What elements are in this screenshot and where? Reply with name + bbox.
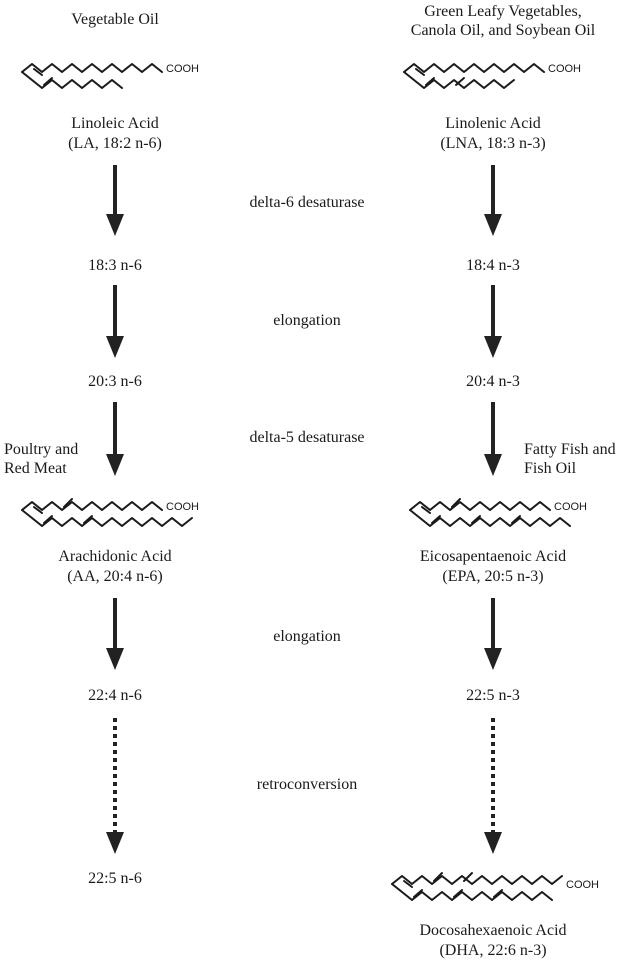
source-fatty-fish-line2: Fish Oil [524, 460, 577, 477]
lna-double-bond-1 [415, 68, 425, 76]
left-arrow-3-head [106, 454, 124, 476]
right-node-4: 22:5 n-3 [466, 687, 520, 704]
la-double-bond-1 [33, 68, 43, 76]
left-node-2: 20:3 n-6 [88, 373, 142, 390]
left-arrow-4-head [106, 648, 124, 670]
left-arrow-3 [106, 402, 124, 476]
source-poultry-line1: Poultry and [4, 441, 78, 458]
la-double-bond-2 [43, 77, 53, 86]
dha-double-bond-1 [403, 880, 413, 888]
la-chain-upper [21, 63, 163, 73]
right-arrow-3 [484, 402, 502, 476]
right-arrow-2 [484, 285, 502, 358]
source-green-leafy-line1: Green Leafy Vegetables, [424, 3, 581, 20]
lna-double-bond-3 [455, 77, 465, 86]
source-vegetable-oil: Vegetable Oil [71, 11, 159, 28]
lna-chain-lower [403, 71, 515, 89]
dha-chain-upper [391, 875, 563, 885]
source-poultry-line2: Red Meat [4, 460, 67, 477]
left-arrow-1 [106, 165, 124, 236]
molecule-linolenic-acid: COOH [403, 63, 581, 89]
aa-chain-lower [21, 509, 193, 527]
epa-cooh-label: COOH [554, 501, 587, 513]
right-node-0-line2: (LNA, 18:3 n-3) [440, 135, 545, 152]
epa-double-bond-5 [511, 515, 521, 524]
enzyme-delta-6-desaturase: delta-6 desaturase [249, 194, 364, 211]
dha-cooh-label: COOH [566, 879, 599, 891]
la-chain-lower [21, 71, 123, 89]
dha-double-bond-4 [413, 889, 423, 898]
right-node-2: 20:4 n-3 [466, 373, 520, 390]
aa-chain-upper [21, 501, 163, 511]
left-arrow-1-head [106, 214, 124, 236]
right-arrow-5 [484, 718, 502, 854]
left-node-3-line1: Arachidonic Acid [58, 548, 171, 565]
left-node-4: 22:4 n-6 [88, 687, 142, 704]
dha-double-bond-5 [453, 889, 463, 898]
left-node-3-line2: (AA, 20:4 n-6) [67, 568, 163, 585]
epa-double-bond-2 [451, 498, 461, 508]
aa-cooh-label: COOH [166, 501, 199, 513]
right-node-3-line1: Eicosapentaenoic Acid [420, 548, 566, 565]
molecule-docosahexaenoic-acid: COOH [391, 872, 599, 901]
left-node-1: 18:3 n-6 [88, 257, 142, 274]
aa-double-bond-3 [43, 515, 53, 524]
source-green-leafy-line2: Canola Oil, and Soybean Oil [411, 22, 596, 39]
molecule-arachidonic-acid: COOH [21, 498, 199, 527]
left-arrow-5-head [106, 832, 124, 854]
source-fatty-fish-line1: Fatty Fish and [524, 441, 616, 458]
left-arrow-5 [106, 718, 124, 854]
enzyme-elongation-1: elongation [273, 312, 341, 329]
epa-chain-upper [409, 501, 551, 511]
lna-chain-upper [403, 63, 545, 73]
molecule-eicosapentaenoic-acid: COOH [409, 498, 587, 527]
dha-double-bond-2 [433, 872, 443, 882]
left-node-5: 22:5 n-6 [88, 870, 142, 887]
right-arrow-1-head [484, 214, 502, 236]
aa-double-bond-4 [83, 515, 93, 524]
enzyme-elongation-2: elongation [273, 628, 341, 645]
left-node-0-line1: Linoleic Acid [71, 115, 159, 132]
left-arrow-4 [106, 598, 124, 670]
right-node-1: 18:4 n-3 [466, 257, 520, 274]
aa-double-bond-2 [63, 498, 73, 508]
left-arrow-2-head [106, 336, 124, 358]
epa-chain-lower [409, 509, 571, 527]
epa-double-bond-3 [431, 515, 441, 524]
la-cooh-label: COOH [166, 63, 199, 75]
molecule-linoleic-acid: COOH [21, 63, 199, 89]
right-arrow-2-head [484, 336, 502, 358]
lna-double-bond-2 [425, 77, 435, 86]
dha-double-bond-6 [493, 889, 503, 898]
right-arrow-4-head [484, 648, 502, 670]
right-node-0-line1: Linolenic Acid [445, 115, 541, 132]
right-node-5-line2: (DHA, 22:6 n-3) [439, 942, 546, 959]
dha-double-bond-3 [463, 872, 473, 882]
right-node-3-line2: (EPA, 20:5 n-3) [442, 568, 543, 585]
epa-double-bond-1 [421, 506, 431, 514]
right-arrow-3-head [484, 454, 502, 476]
lna-cooh-label: COOH [548, 63, 581, 75]
left-node-0-line2: (LA, 18:2 n-6) [68, 135, 162, 152]
enzyme-retroconversion: retroconversion [257, 776, 357, 793]
aa-double-bond-1 [33, 506, 43, 514]
right-arrow-4 [484, 598, 502, 670]
left-arrow-2 [106, 285, 124, 358]
enzyme-delta-5-desaturase: delta-5 desaturase [249, 429, 364, 446]
right-arrow-5-head [484, 832, 502, 854]
right-arrow-1 [484, 165, 502, 236]
dha-chain-lower [391, 883, 553, 901]
right-node-5-line1: Docosahexaenoic Acid [419, 922, 566, 939]
epa-double-bond-4 [471, 515, 481, 524]
